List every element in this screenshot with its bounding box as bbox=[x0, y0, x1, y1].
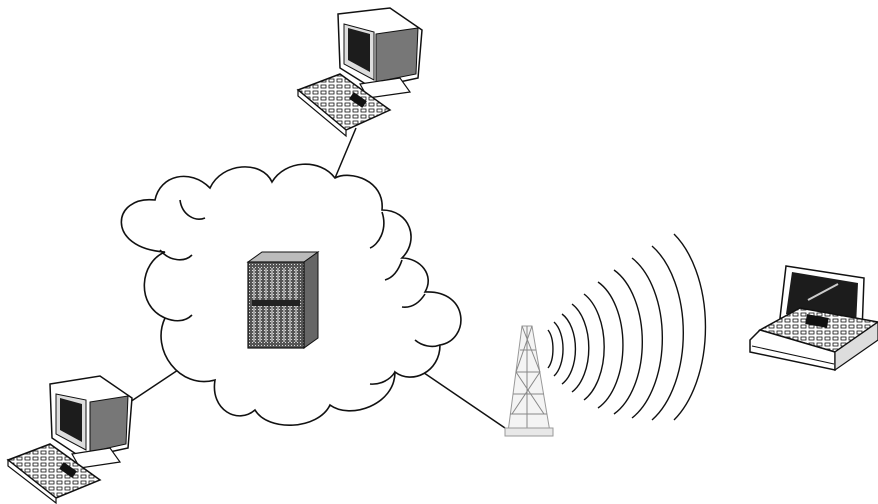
transmission-tower-icon bbox=[504, 325, 554, 437]
laptop-computer-icon bbox=[749, 265, 878, 372]
server-rack-icon bbox=[246, 251, 320, 349]
desktop-computer-icon bbox=[296, 7, 423, 138]
wireless-signal-icon bbox=[547, 233, 707, 421]
desktop-computer-icon bbox=[6, 375, 133, 504]
